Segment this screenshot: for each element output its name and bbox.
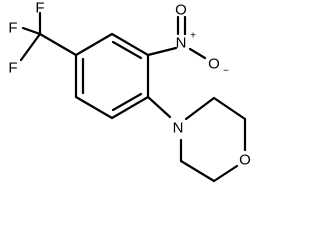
ring-to-nitro-bond	[146, 46, 178, 57]
morpholine-ring: N O	[146, 95, 251, 183]
nitro-group: N + O O −	[146, 2, 229, 77]
ring-bond-6	[74, 32, 114, 57]
fluorine-top-label: F	[35, 0, 44, 17]
morpholine-bond-lower-left	[179, 159, 216, 183]
nitro-nitrogen-label: N	[176, 35, 187, 52]
fluorine-lower-left-label: F	[8, 60, 17, 77]
cf-bond-upper-left	[21, 26, 42, 36]
nitro-top-oxygen-label: O	[175, 2, 187, 19]
ring-bond-3	[110, 95, 150, 120]
ring-to-morpholine-bond	[146, 95, 172, 119]
morpholine-nitrogen-label: N	[173, 120, 184, 137]
cf-bond-lower-left	[19, 32, 42, 62]
nitro-negative-charge: −	[223, 66, 229, 77]
fluorine-upper-left-label: F	[8, 20, 17, 37]
trifluoromethyl-group: F F F	[8, 0, 78, 77]
cf3-carbon-bond	[38, 32, 78, 57]
nitro-right-oxygen-label: O	[208, 56, 220, 73]
ring-inner-double-bond-1	[111, 40, 143, 60]
morpholine-bond-upper-right	[212, 96, 247, 121]
chemical-structure: F F F N + O O − N O	[8, 0, 251, 183]
morpholine-bond-n-upper	[184, 96, 216, 121]
morpholine-bond-o-lower	[212, 164, 239, 183]
ring-bond-1	[110, 32, 150, 57]
nitro-n-o-single-bond	[188, 47, 207, 60]
ring-bond-4	[74, 95, 114, 120]
morpholine-oxygen-label: O	[239, 152, 251, 169]
nitro-positive-charge: +	[190, 31, 196, 42]
ring-inner-double-bond-2	[111, 92, 143, 112]
benzene-ring	[74, 32, 150, 120]
